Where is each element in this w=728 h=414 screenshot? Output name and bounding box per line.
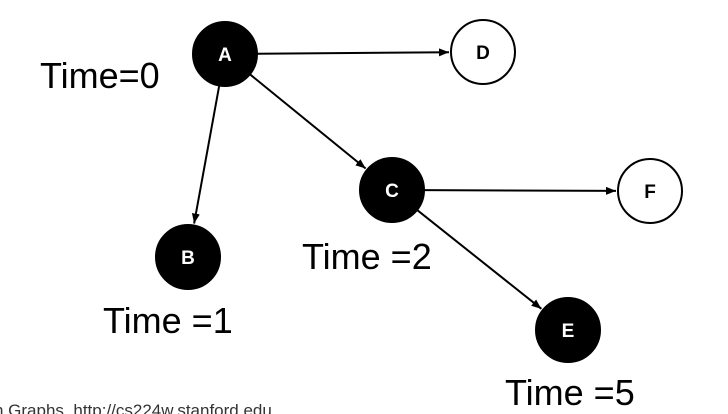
edges-layer [191,48,617,310]
edge-c-e [416,209,543,310]
edge-a-d [256,48,450,57]
node-circle-f [617,158,683,224]
edge-c-f [423,186,617,195]
node-c: C [359,157,425,223]
node-f: F [617,158,683,224]
time-label-a: Time=0 [40,55,160,96]
time-label-e: Time =5 [505,372,635,413]
node-b: B [155,224,221,290]
footer-citation: h Graphs, http://cs224w.stanford.edu [0,401,272,414]
node-label-f: F [644,182,656,203]
node-circle-c [359,157,425,223]
node-label-e: E [562,321,575,342]
node-circle-a [192,21,258,87]
node-circle-d [450,19,516,85]
node-label-b: B [181,248,195,269]
time-label-b: Time =1 [103,300,233,341]
edge-a-c [249,73,367,170]
time-label-c: Time =2 [302,236,432,277]
node-label-d: D [476,43,490,64]
nodes-layer: A B C D E F [155,19,683,363]
node-e: E [535,297,601,363]
node-circle-e [535,297,601,363]
node-label-c: C [385,181,399,202]
node-d: D [450,19,516,85]
node-circle-b [155,224,221,290]
edge-a-b [191,85,221,224]
node-a: A [192,21,258,87]
node-label-a: A [218,45,232,66]
